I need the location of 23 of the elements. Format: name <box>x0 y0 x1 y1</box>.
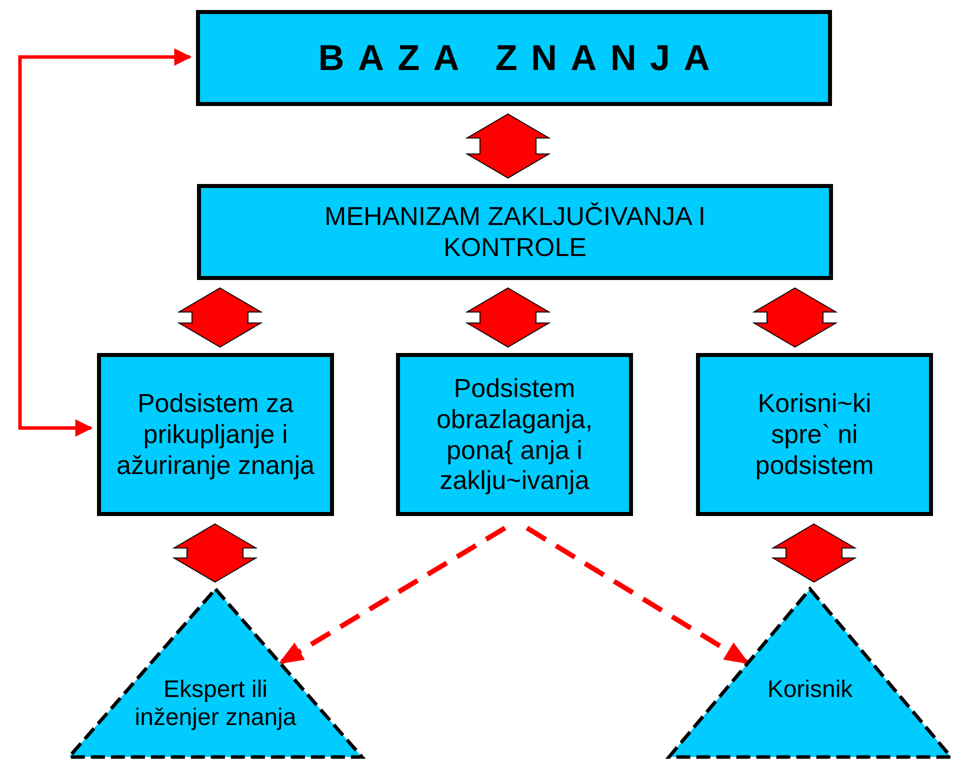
node-label: Korisni~ki spre` ni podsistem <box>754 388 875 480</box>
node-label: Korisnik <box>766 676 854 704</box>
double-block-arrow <box>771 523 857 583</box>
process-box <box>197 184 833 280</box>
process-box <box>696 353 933 516</box>
double-block-arrow <box>177 287 263 348</box>
triangle-shape <box>68 588 363 758</box>
process-box <box>97 353 334 516</box>
feedback-arrow <box>18 48 192 437</box>
knowledge-base-box <box>196 10 832 106</box>
process-box <box>396 353 633 516</box>
node-label: MEHANIZAM ZAKLJUČIVANJA I KONTROLE <box>324 201 706 263</box>
dashed-arrow <box>526 526 750 665</box>
double-block-arrow <box>465 113 551 179</box>
double-block-arrow <box>752 287 838 348</box>
double-block-arrow <box>465 287 551 348</box>
triangle-shape <box>668 588 952 758</box>
node-label: Podsistem za prikupljanje i ažuriranje znanja <box>116 388 316 480</box>
dashed-arrow <box>278 526 506 665</box>
double-block-arrow <box>172 523 258 583</box>
title-label: BAZA ZNANJA <box>318 36 724 80</box>
node-label: Ekspert ili inženjer znanja <box>134 676 298 733</box>
node-label: Podsistem obrazlaganja, pona{ anja i zaklju~ivanja <box>435 373 594 496</box>
